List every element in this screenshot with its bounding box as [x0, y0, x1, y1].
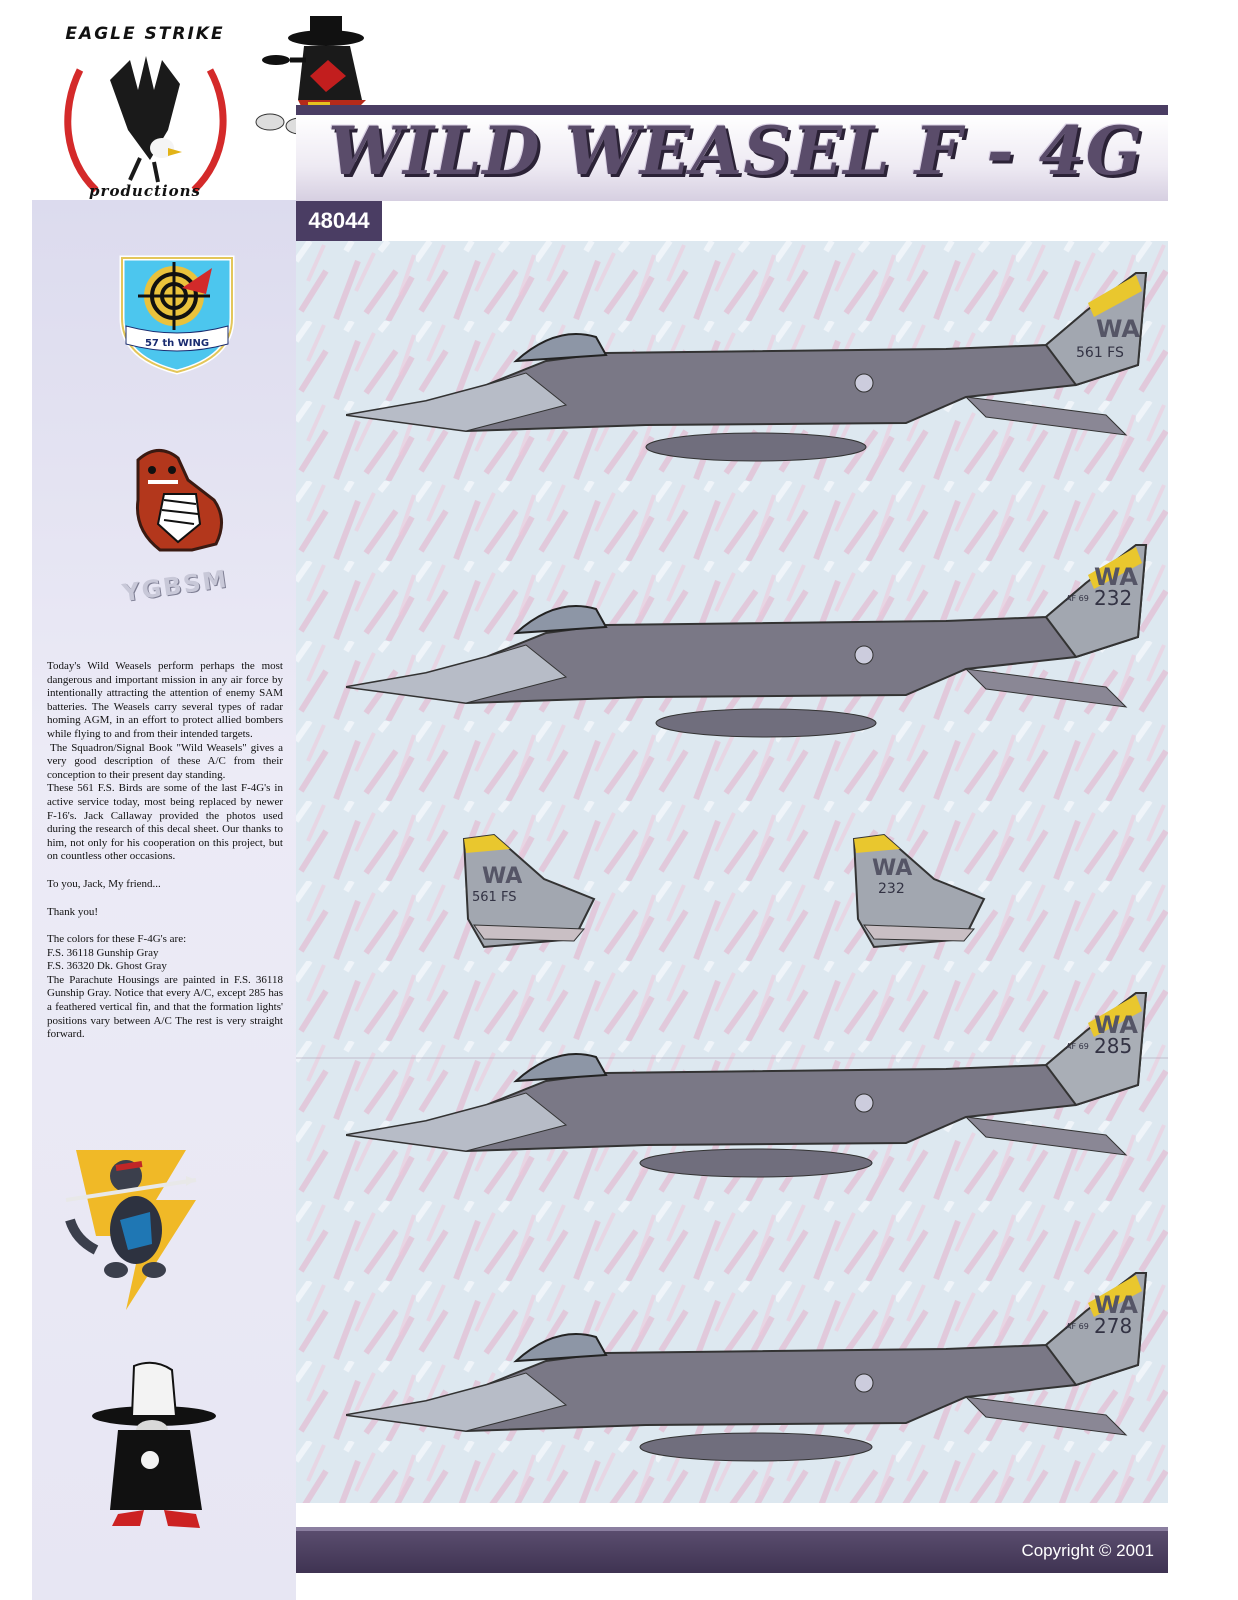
aircraft-2-af-prefix: AF 69	[1066, 594, 1089, 603]
tail-detail-2-code: WA	[872, 856, 912, 881]
wing-patch-icon: 57 th WING	[119, 255, 235, 375]
aircraft-2-tail-code: WA	[1094, 563, 1138, 591]
intro-text-block: Today's Wild Weasels perform perhaps the…	[47, 660, 283, 1042]
spy-figure-icon	[92, 1361, 216, 1528]
logo-text-bottom: productions	[89, 182, 201, 200]
intro-paragraph-5: Thank you!	[47, 905, 99, 918]
kit-number-badge: 48044	[296, 201, 382, 241]
page-title: WILD WEASEL F - 4G	[328, 112, 1144, 190]
header-band	[296, 115, 1168, 201]
colors-heading: The colors for these F-4G's are:	[47, 933, 187, 946]
aircraft-3-tail-code: WA	[1094, 1011, 1138, 1039]
footer-band-top	[296, 1527, 1168, 1531]
weasel-insignia-icon	[135, 449, 223, 552]
color-line-2: F.S. 36320 Dk. Ghost Gray	[47, 960, 167, 973]
aircraft-profile-4: WA AF 69 278	[346, 1272, 1148, 1462]
eagle-strike-logo: EAGLE STRIKE productions	[50, 16, 240, 200]
tail-detail-2-serial: 232	[878, 881, 905, 897]
color-line-1: F.S. 36118 Gunship Gray	[47, 946, 159, 959]
intro-paragraph-4: To you, Jack, My friend...	[47, 877, 161, 890]
aircraft-profile-3: WA AF 69 285	[346, 992, 1148, 1178]
intro-paragraph-6: The Parachute Housings are painted in F.…	[47, 973, 283, 1041]
header-band-top	[296, 105, 1168, 115]
intro-paragraph-1: Today's Wild Weasels perform perhaps the…	[47, 660, 283, 740]
intro-paragraph-3: These 561 F.S. Birds are some of the las…	[47, 782, 283, 863]
aircraft-3-af-prefix: AF 69	[1066, 1042, 1089, 1051]
footer-band	[296, 1531, 1168, 1573]
aircraft-1-tail-code: WA	[1096, 315, 1140, 343]
wing-patch-text: 57 th WING	[145, 338, 209, 349]
aircraft-4-tail-serial: 278	[1094, 1314, 1132, 1338]
aircraft-profile-1: WA 561 FS	[346, 272, 1148, 462]
tail-detail-1-serial: 561 FS	[472, 890, 516, 905]
aircraft-profile-panel: WA 561 FS WA AF 69 232 WA 561 FS WA 232	[296, 241, 1168, 1503]
eagle-icon	[64, 56, 227, 193]
copyright-text: Copyright © 2001	[1021, 1541, 1154, 1560]
intro-paragraph-2: The Squadron/Signal Book "Wild Weasels" …	[47, 741, 283, 781]
aircraft-3-tail-serial: 285	[1094, 1034, 1132, 1058]
logo-text-top: EAGLE STRIKE	[65, 24, 225, 44]
aircraft-1-tail-serial: 561 FS	[1076, 345, 1124, 361]
tail-detail-1-code: WA	[482, 864, 522, 889]
tail-detail-1: WA 561 FS	[462, 833, 596, 949]
aircraft-profile-2: WA AF 69 232	[346, 544, 1148, 738]
tail-detail-2: WA 232	[852, 833, 986, 949]
aircraft-2-tail-serial: 232	[1094, 586, 1132, 610]
aircraft-4-tail-code: WA	[1094, 1291, 1138, 1319]
aircraft-4-af-prefix: AF 69	[1066, 1322, 1089, 1331]
fold-line	[296, 1057, 1168, 1059]
spear-weasel-insignia-icon	[65, 1150, 197, 1310]
